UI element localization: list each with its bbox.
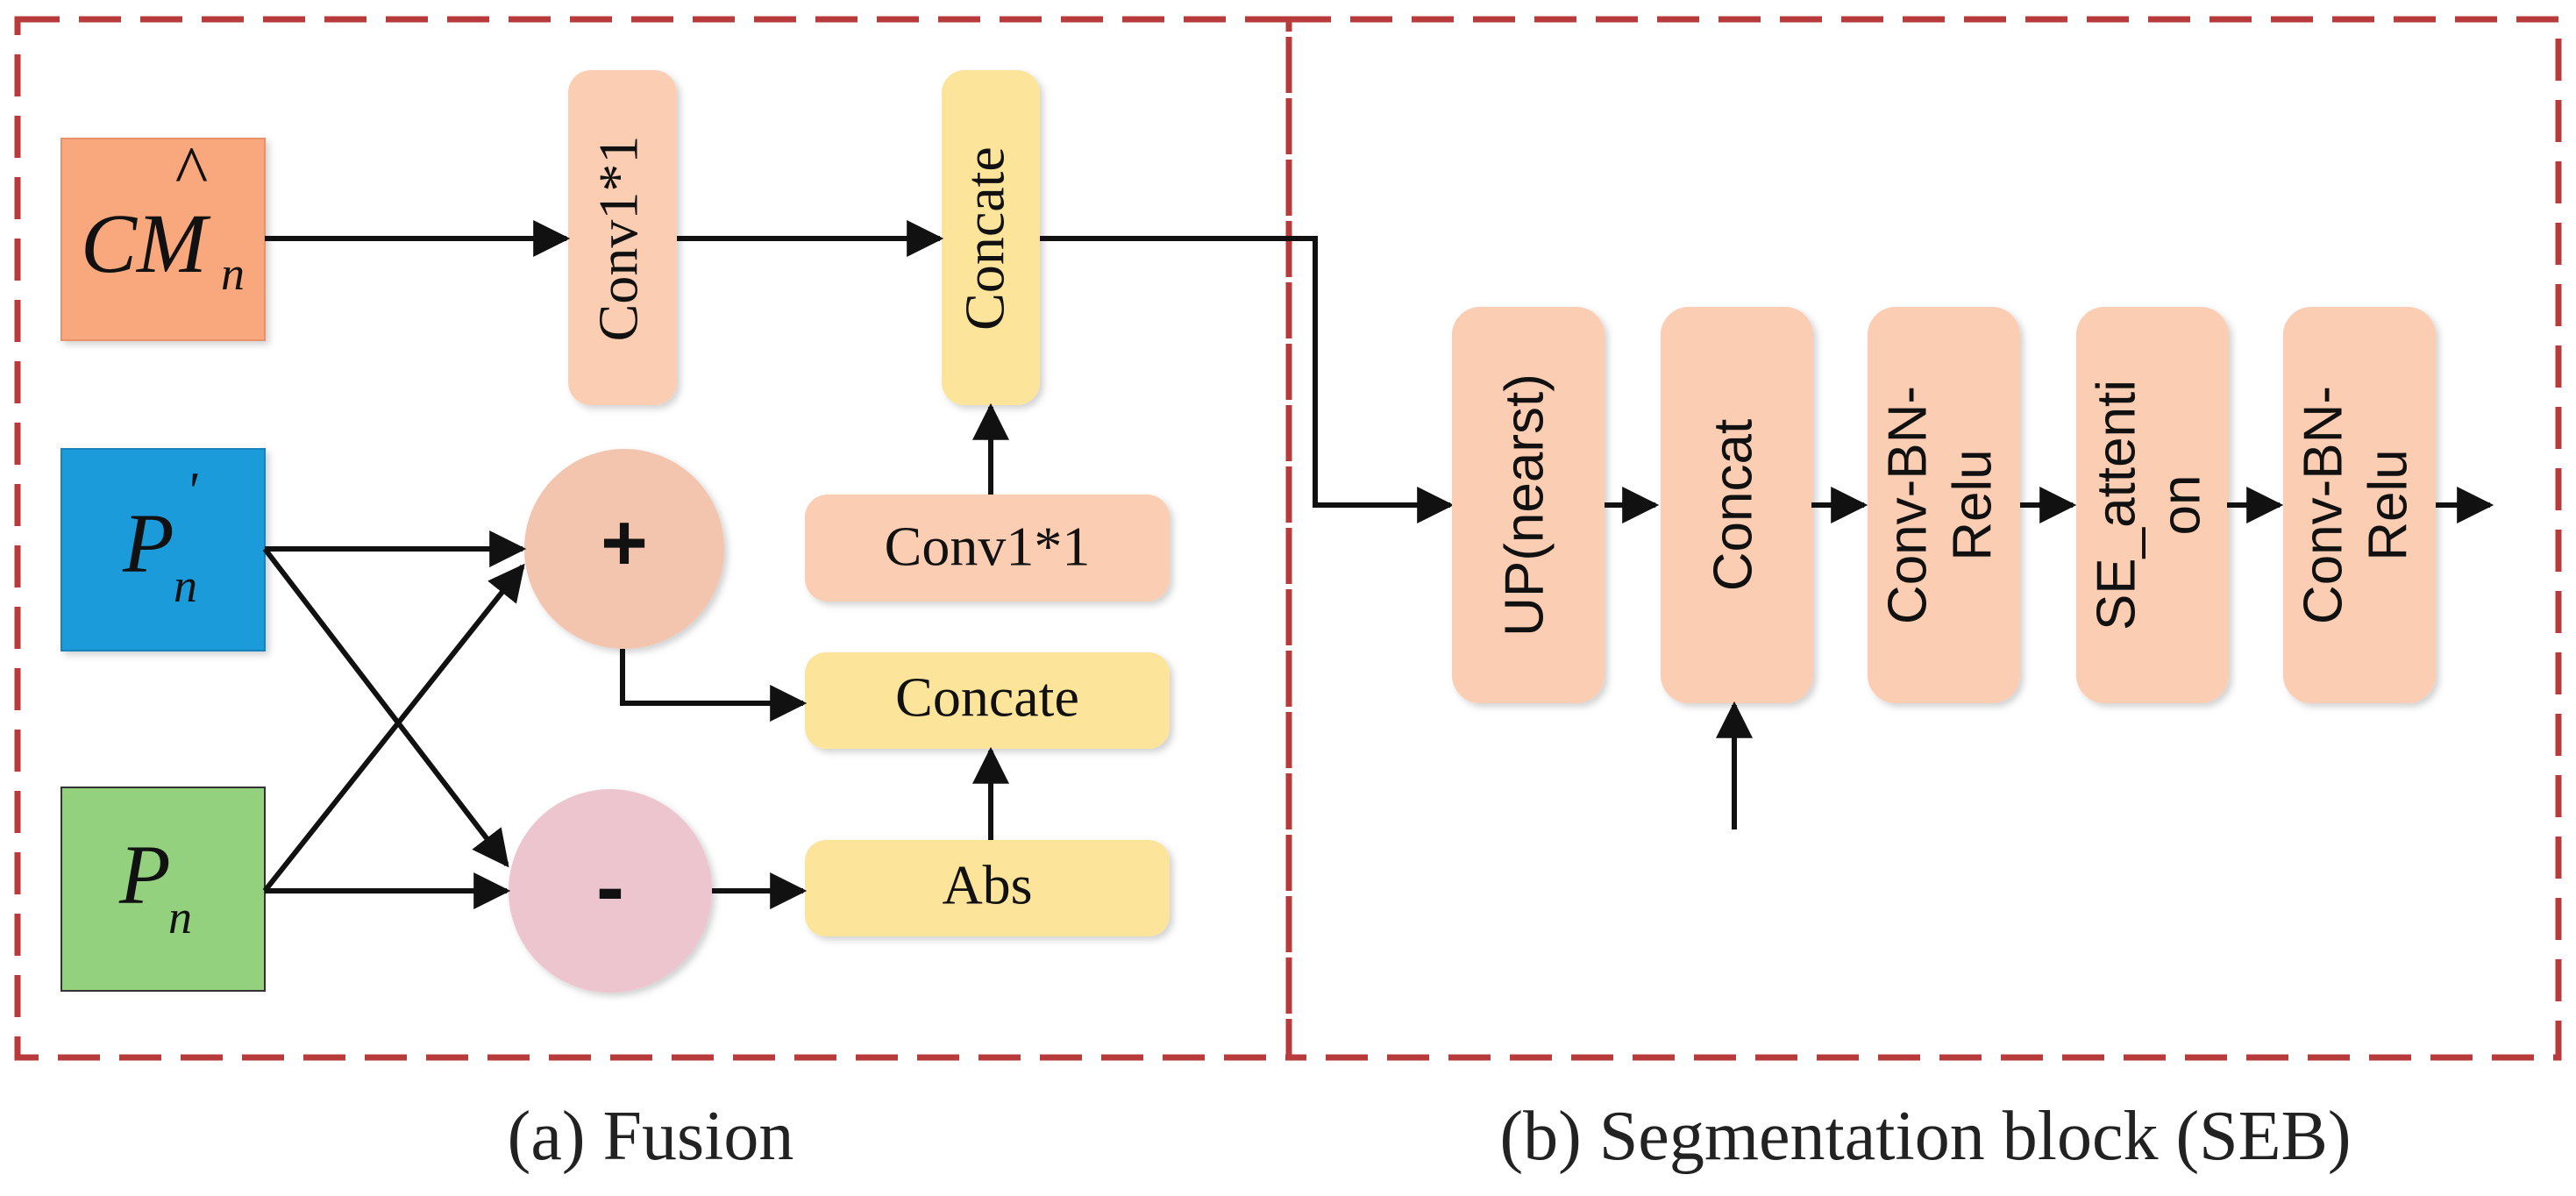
- plus-symbol: +: [601, 498, 648, 587]
- cm-hat: ^: [174, 133, 208, 210]
- concate-top-box: Concate: [942, 70, 1040, 405]
- abs-box: Abs: [805, 840, 1170, 936]
- input-p-n: P n: [60, 787, 266, 992]
- seb-arrows: [1605, 487, 2494, 829]
- seb-block-label: Conv-BN-: [2293, 386, 2353, 624]
- input-cm-hat-n: CM ^ n: [60, 133, 266, 341]
- seb-block-label: SE_attenti: [2086, 380, 2146, 630]
- fusion-panel-border: [14, 16, 1292, 1061]
- seb-block-label: on: [2151, 475, 2211, 536]
- conv-bn-relu-block-2: Conv-BN-Relu: [2283, 307, 2436, 703]
- p-base: P: [118, 828, 171, 922]
- fusion-arrows: [262, 220, 1455, 909]
- abs-label: Abs: [942, 854, 1032, 916]
- conv-top-box: Conv1*1: [568, 70, 677, 405]
- concate-mid-label: Concate: [895, 666, 1079, 729]
- concat-block: Concat: [1661, 307, 1813, 703]
- minus-circle: -: [509, 789, 712, 993]
- plus-circle: +: [524, 449, 724, 649]
- p-prime-sub: n: [174, 559, 197, 612]
- conv-mid-box: Conv1*1: [805, 495, 1170, 602]
- seb-block-label: Conv-BN-: [1877, 386, 1938, 624]
- p-sub: n: [168, 891, 192, 943]
- p-prime-sup: ': [186, 462, 198, 520]
- conv-bn-relu-block-1: Conv-BN-Relu: [1868, 307, 2020, 703]
- seb-panel-border: [1285, 16, 2562, 1061]
- concate-top-label: Concate: [954, 146, 1016, 331]
- fusion-caption: (a) Fusion: [508, 1098, 794, 1175]
- seb-caption: (b) Segmentation block (SEB): [1500, 1098, 2352, 1175]
- up-nearst-block: UP(nearst): [1452, 307, 1605, 703]
- cm-base: CM: [81, 196, 211, 290]
- seb-block-label: Concat: [1703, 419, 1763, 591]
- cm-sub: n: [221, 247, 245, 300]
- conv-mid-label: Conv1*1: [885, 516, 1091, 578]
- seb-block-label: UP(nearst): [1494, 374, 1555, 637]
- seb-block-label: Relu: [1942, 449, 2003, 561]
- conv-top-label: Conv1*1: [587, 136, 650, 342]
- seb-block-label: Relu: [2358, 449, 2418, 561]
- minus-symbol: -: [596, 840, 624, 934]
- p-prime-base: P: [122, 496, 174, 590]
- input-p-prime-n: P ' n: [60, 448, 266, 651]
- concate-mid-box: Concate: [805, 652, 1170, 749]
